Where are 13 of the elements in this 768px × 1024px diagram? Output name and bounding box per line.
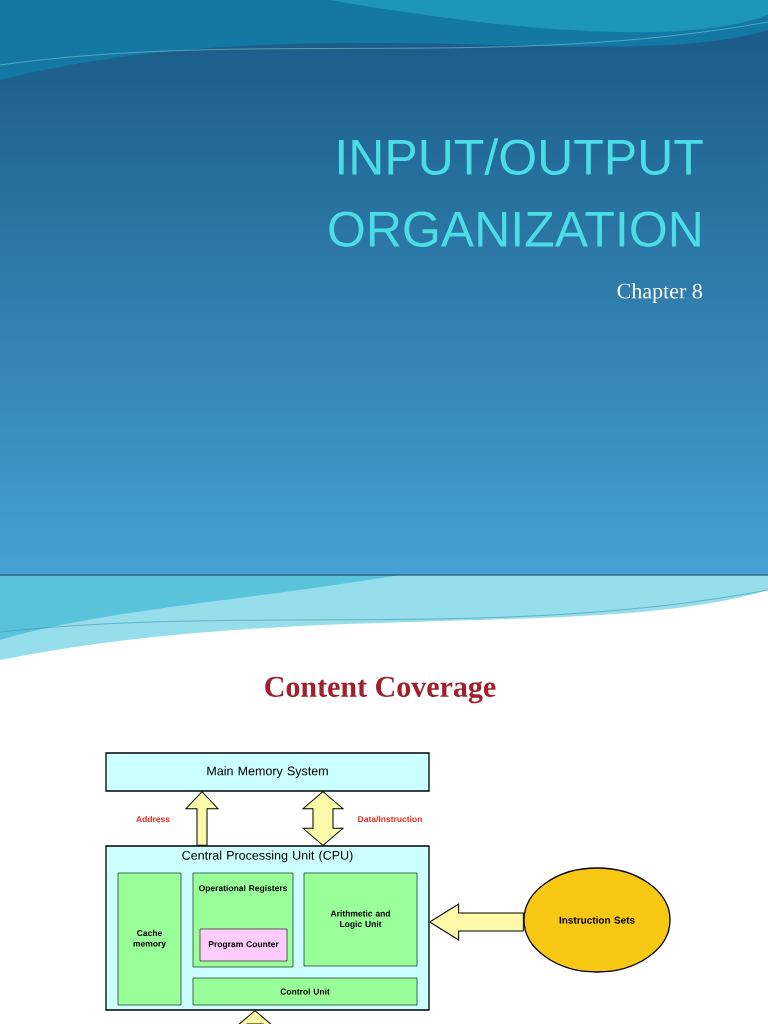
block-arrow bbox=[185, 791, 219, 846]
edge-label: Address bbox=[135, 814, 171, 824]
block-arrow bbox=[302, 791, 344, 846]
subtitle: Chapter 8 bbox=[617, 283, 702, 303]
component-box: Arithmetic and Logic Unit bbox=[303, 872, 418, 967]
counter-box: Program Counter bbox=[199, 928, 288, 962]
slide-title: INPUT/OUTPUT ORGANIZATION bbox=[329, 138, 703, 247]
block-arrow bbox=[429, 903, 524, 941]
edge-label: Data/Instruction bbox=[356, 814, 424, 824]
memory-box: Main Memory System bbox=[105, 752, 430, 792]
slide-heading: Content Coverage bbox=[265, 676, 496, 704]
component-box: Cache memory bbox=[117, 872, 182, 1006]
component-box: Control Unit bbox=[192, 977, 418, 1006]
